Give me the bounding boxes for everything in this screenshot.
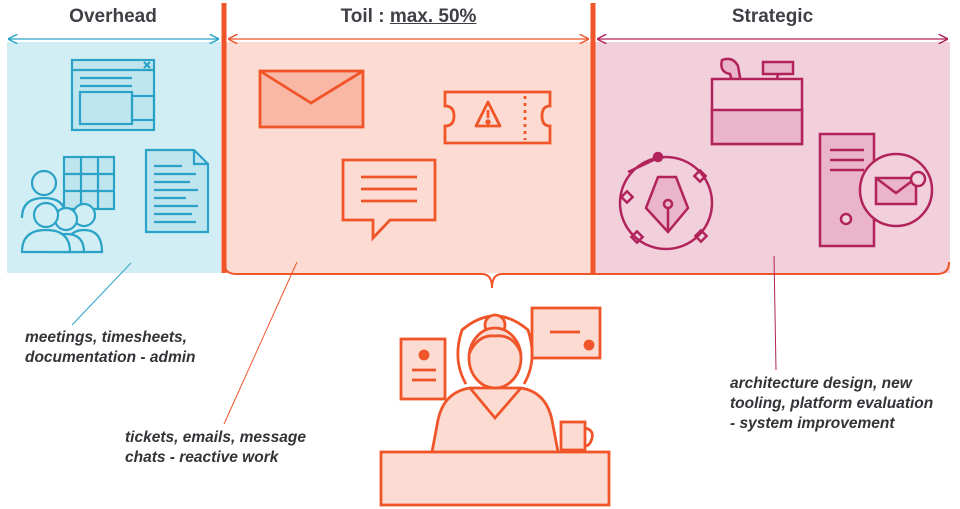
server-mail-icon [818,132,934,248]
header-toil: Toil : max. 50% [226,6,591,28]
overhead-note: meetings, timesheets, documentation - ad… [25,329,196,366]
toolbox-icon [710,57,804,146]
header-toil-limit: max. 50% [389,6,477,27]
toil-note: tickets, emails, message chats - reactiv… [125,429,306,466]
envelope-icon [258,69,365,129]
browser-window-icon [70,58,156,132]
calendar-grid-icon [62,155,116,211]
warning-ticket-icon [443,90,552,145]
strategic-callout-line [773,255,777,371]
header-strategic: Strategic [731,6,814,27]
person-at-desk-icon [379,306,611,507]
document-icon [144,148,210,234]
strategic-note: architecture design, new tooling, platfo… [730,375,934,432]
people-group-icon [20,169,104,254]
header-overhead: Overhead [69,6,157,27]
brace [223,261,950,289]
header-toil-label: Toil : [340,6,390,27]
pen-tool-icon [618,151,714,251]
chat-bubble-icon [341,158,437,242]
overhead-callout-line [71,262,132,326]
toil-callout-line [223,261,298,425]
